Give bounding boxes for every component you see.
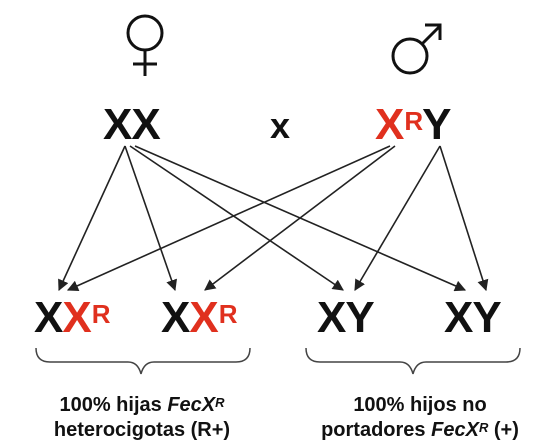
arrow-m-s1 xyxy=(354,145,441,291)
arrow-m-d1 xyxy=(66,145,391,291)
offspring-son-1: XY xyxy=(317,293,375,342)
female-genotype: XX xyxy=(103,100,161,149)
sons-brace xyxy=(305,347,521,375)
arrow-m-d2 xyxy=(204,145,396,291)
offspring-daughter-1: XXR xyxy=(34,293,110,342)
male-allele-y: Y xyxy=(422,100,451,149)
cross-symbol: x xyxy=(270,105,291,146)
arrow-f-d1 xyxy=(58,145,126,292)
offspring-daughter-2: XXR xyxy=(161,293,237,342)
arrow-m-s2 xyxy=(439,145,489,292)
daughters-caption: 100% hijas FecXR heterocigotas (R+) xyxy=(53,394,231,441)
male-arrows xyxy=(66,145,489,292)
arrow-f-d2 xyxy=(124,145,177,292)
daughters-brace xyxy=(35,347,251,375)
female-symbol-icon xyxy=(126,14,164,76)
sons-caption: 100% hijos no portadores FecXR (+) xyxy=(321,394,519,441)
male-allele-x: XR xyxy=(375,100,423,149)
female-arrows xyxy=(58,145,467,292)
female-allele-2: X xyxy=(131,100,160,149)
arrow-f-s1 xyxy=(129,145,344,291)
male-genotype: XRY xyxy=(375,100,452,149)
offspring-son-2: XY xyxy=(444,293,502,342)
male-symbol-icon xyxy=(391,23,442,75)
female-allele-1: X xyxy=(103,100,132,149)
